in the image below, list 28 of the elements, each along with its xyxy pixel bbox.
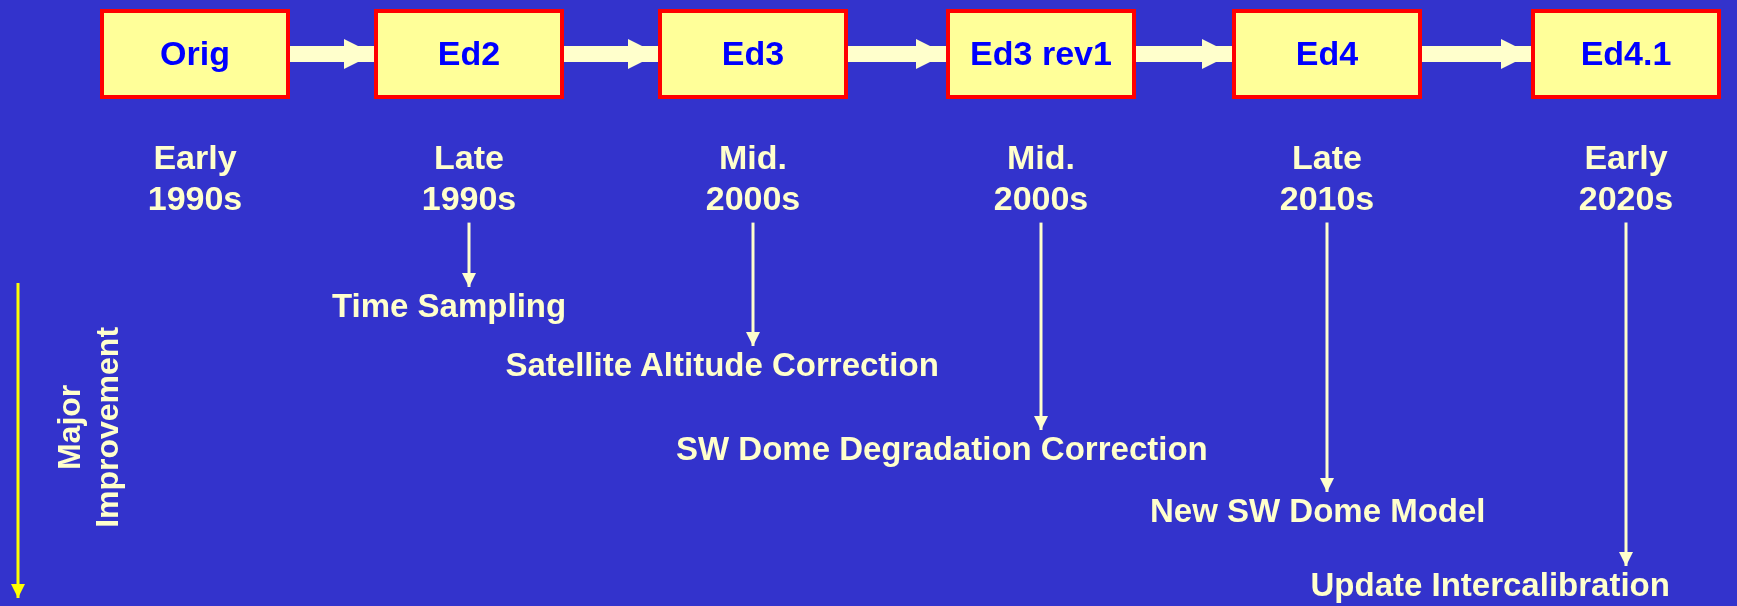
version-box: Ed3 — [658, 9, 848, 99]
improvement-label: New SW Dome Model — [1150, 492, 1486, 530]
block-arrow — [290, 39, 374, 69]
date-label: Early 2020s — [1577, 137, 1675, 219]
improvement-label: Time Sampling — [332, 287, 567, 325]
date-label: Mid. 2000s — [704, 137, 802, 219]
improvement-label: Satellite Altitude Correction — [505, 346, 939, 384]
arrow — [1619, 222, 1633, 566]
block-arrow — [1422, 39, 1531, 69]
version-box: Ed4.1 — [1531, 9, 1721, 99]
block-arrow — [564, 39, 658, 69]
version-box: Ed4 — [1232, 9, 1422, 99]
improvement-label: SW Dome Degradation Correction — [676, 430, 1208, 468]
version-box: Ed2 — [374, 9, 564, 99]
arrow — [1320, 222, 1334, 492]
improvement-label: Update Intercalibration — [1310, 566, 1670, 604]
date-label: Late 1990s — [420, 137, 518, 219]
arrow — [462, 222, 476, 287]
date-label: Early 1990s — [146, 137, 244, 219]
arrow — [1034, 222, 1048, 430]
arrow — [746, 222, 760, 346]
date-label: Late 2010s — [1278, 137, 1376, 219]
version-box: Ed3 rev1 — [946, 9, 1136, 99]
axis-label: Major Improvement — [49, 325, 126, 530]
block-arrow — [1136, 39, 1232, 69]
version-box: Orig — [100, 9, 290, 99]
block-arrow — [848, 39, 946, 69]
date-label: Mid. 2000s — [992, 137, 1090, 219]
